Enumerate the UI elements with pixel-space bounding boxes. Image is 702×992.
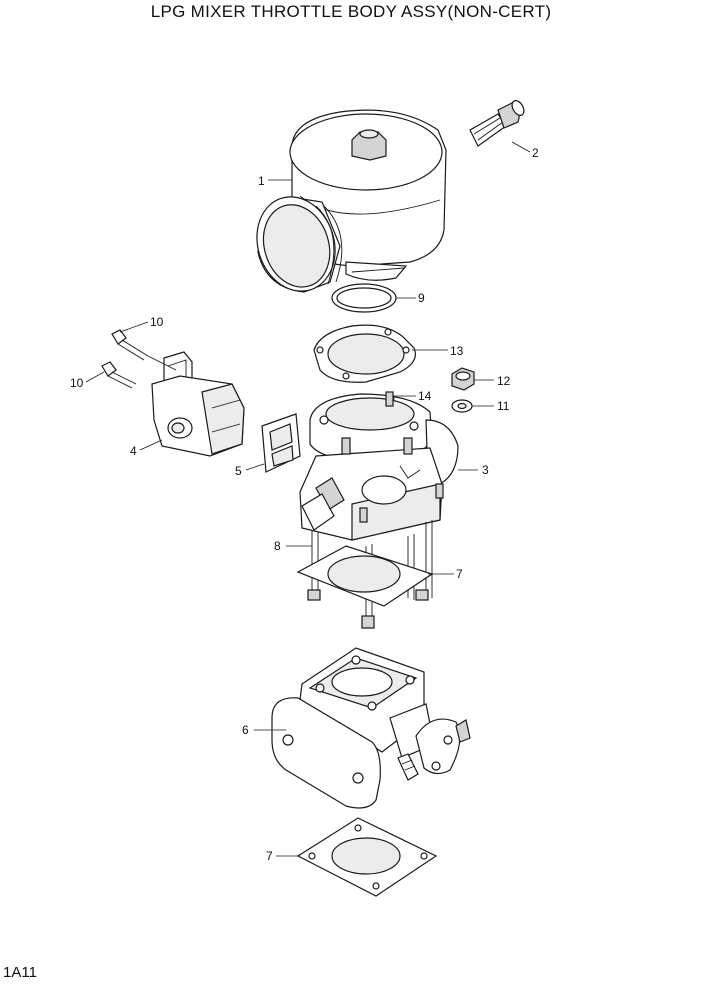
callout-1: 1 <box>258 174 265 188</box>
gasket-lower[interactable] <box>296 817 438 897</box>
washer[interactable] <box>451 399 473 413</box>
callout-7-upper: 7 <box>456 567 463 581</box>
page-title: LPG MIXER THROTTLE BODY ASSY(NON-CERT) <box>150 2 552 21</box>
callout-4: 4 <box>130 444 137 458</box>
callout-10-upper: 10 <box>150 315 164 329</box>
callout-11: 11 <box>497 399 510 413</box>
callout-2: 2 <box>532 146 539 160</box>
callout-12: 12 <box>497 374 511 388</box>
callout-14: 14 <box>418 389 432 403</box>
bolt-lower[interactable] <box>101 361 137 389</box>
callout-10-lower: 10 <box>70 376 84 390</box>
throttle-body[interactable] <box>299 391 459 541</box>
mixer-gasket[interactable] <box>313 324 416 383</box>
callout-5: 5 <box>235 464 242 478</box>
callout-7-lower: 7 <box>266 849 273 863</box>
leader-lines <box>85 141 531 857</box>
adapter[interactable] <box>271 647 471 809</box>
callout-6: 6 <box>242 723 249 737</box>
mixer-body[interactable] <box>245 109 447 301</box>
bolt-upper[interactable] <box>111 329 149 361</box>
callout-9: 9 <box>418 291 425 305</box>
callout-3: 3 <box>482 463 489 477</box>
o-ring[interactable] <box>331 283 397 313</box>
callout-13: 13 <box>450 344 464 358</box>
actuator[interactable] <box>151 351 245 457</box>
nut[interactable] <box>451 367 475 391</box>
page-code: 1A11 <box>3 964 37 981</box>
hose-fitting[interactable] <box>469 99 526 147</box>
callout-8: 8 <box>274 539 281 553</box>
gasket-upper[interactable] <box>296 545 434 607</box>
actuator-gasket[interactable] <box>261 413 301 473</box>
